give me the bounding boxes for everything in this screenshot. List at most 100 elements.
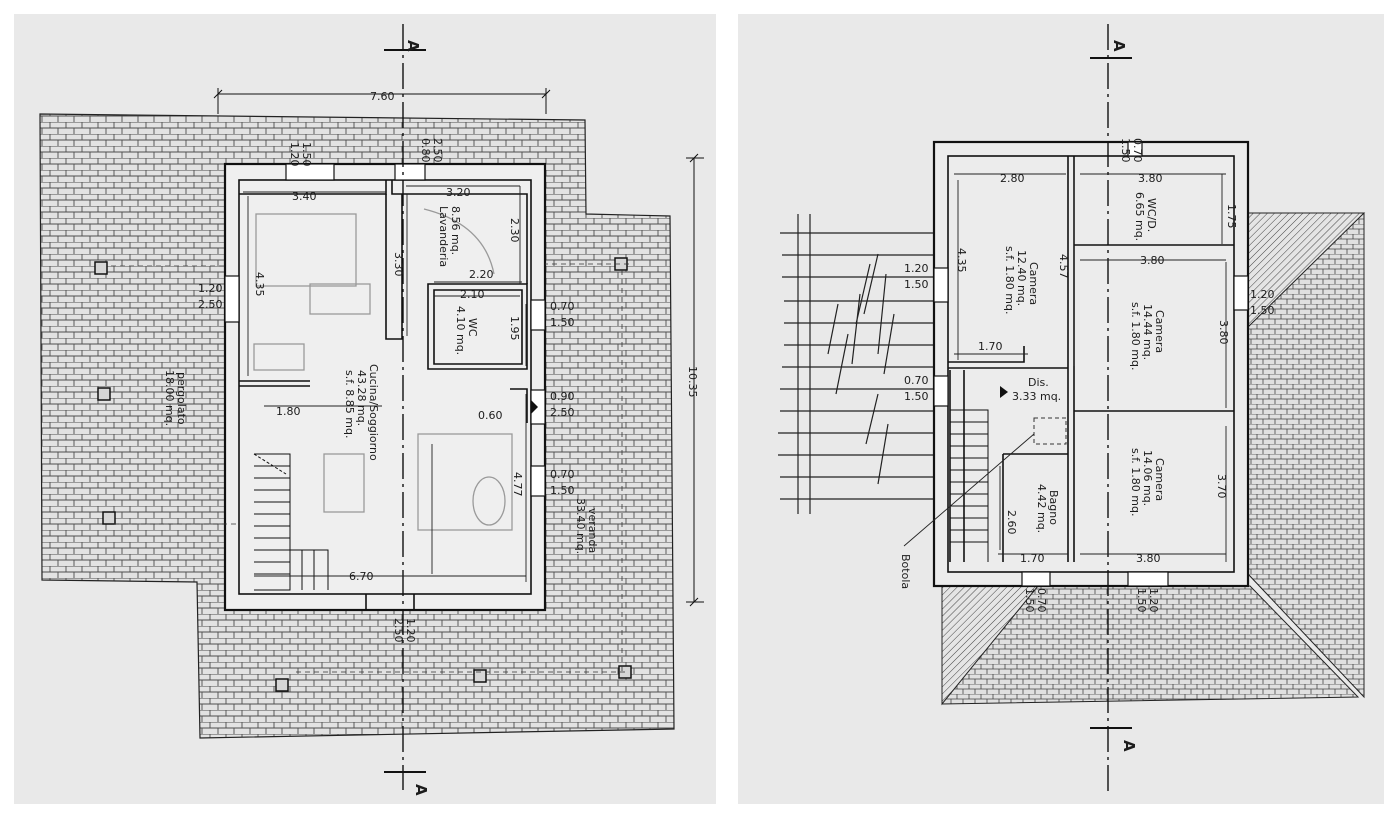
furniture-sketch [253, 208, 513, 531]
ground-floor-plan-sheet: A A 7.60 10.35 1.20 1.50 0.80 2.50 3.40 … [14, 14, 716, 804]
dim-top-window-height: 1.50 [300, 142, 313, 167]
pergola-beams [778, 214, 936, 514]
botola-leader [903, 433, 1035, 547]
dim-top-door-height: 2.50 [431, 138, 444, 163]
room-camera3-area: 14.06 mq. [1141, 450, 1154, 506]
overall-width-dimension [213, 88, 551, 114]
room-kitchen-sf: s.f. 8.85 mq. [343, 370, 356, 438]
dim-wc-height: 1.95 [508, 316, 521, 341]
dim-bottom-window2-height: 1.50 [1135, 588, 1148, 613]
dim-wc-top: 2.20 [469, 268, 494, 281]
first-window-bottom-1 [1021, 571, 1051, 587]
door-left [224, 275, 240, 323]
dim-bottom-door-width: 1.20 [404, 618, 417, 643]
dim-first-left-window-height: 1.50 [904, 278, 929, 291]
room-pergola-name: pergolato [175, 372, 188, 425]
dim-first-top-window-height: 1.50 [1119, 138, 1132, 163]
dim-bagno-width: 1.70 [1020, 552, 1045, 565]
dim-camera1-bottom: 1.70 [978, 340, 1003, 353]
botola-label: Botola [899, 554, 912, 589]
dim-camera3-width: 3.80 [1136, 552, 1161, 565]
dim-bagno-height: 2.60 [1005, 510, 1018, 535]
dim-entry-inner: 0.60 [478, 409, 503, 422]
first-window-top [1127, 141, 1143, 157]
dim-bottom-door-height: 2.50 [392, 618, 405, 643]
entry-arrow-icon [531, 400, 538, 414]
dim-top-window-width: 1.20 [288, 142, 301, 167]
dim-left-door-width: 1.20 [198, 282, 223, 295]
room-camera1-area: 12.40 mq. [1015, 250, 1028, 306]
first-section-marker-top: A [1110, 40, 1128, 52]
room-camera3-name: Camera [1153, 458, 1166, 501]
room-veranda-name: veranda [586, 508, 599, 553]
room-camera2-sf: s.f. 1.80 mq. [1129, 302, 1142, 370]
dim-camera1-width: 2.80 [1000, 172, 1025, 185]
section-marker-bottom: A [412, 784, 430, 796]
room-veranda-area: 33.40 mq. [574, 498, 587, 554]
dim-entry-width: 0.90 [550, 390, 575, 403]
interior-walls [239, 180, 528, 610]
dim-camera2-height: 3.80 [1217, 320, 1230, 345]
room-wc-name: WC [466, 318, 479, 337]
dim-wcd-height: 1.75 [1225, 204, 1238, 229]
dim-stair-window-height: 1.50 [904, 390, 929, 403]
first-section-marker-bottom: A [1120, 740, 1138, 752]
room-kitchen-name: Cucina/Soggiorno [367, 364, 380, 461]
dim-wc-inner: 2.10 [460, 288, 485, 301]
dim-kitchen-right: 4.77 [511, 472, 524, 497]
dim-entry-height: 2.50 [550, 406, 575, 419]
wc-window [530, 299, 546, 331]
room-pergola-area: 18.00 mq. [163, 370, 176, 426]
dim-first-right-window-width: 1.20 [1250, 288, 1275, 301]
dim-stair-width: 1.80 [276, 405, 301, 418]
first-window-right [1233, 275, 1249, 311]
house-outline [223, 162, 547, 612]
staircase [253, 453, 329, 591]
dim-first-left-window-width: 1.20 [904, 262, 929, 275]
dim-laundry-right: 2.30 [508, 218, 521, 243]
room-laundry-name: Lavanderia [437, 206, 450, 267]
right-window [530, 465, 546, 497]
dim-camera3-height: 3.70 [1215, 474, 1228, 499]
room-camera1-sf: s.f. 1.80 mq. [1003, 246, 1016, 314]
first-floor-staircase [950, 409, 989, 562]
dim-left-door-height: 2.50 [198, 298, 223, 311]
dim-kitchen-top: 3.40 [292, 190, 317, 203]
room-camera1-name: Camera [1027, 262, 1040, 305]
room-bagno-area: 4.42 mq. [1035, 484, 1048, 533]
room-wcd-area: 6.65 mq. [1133, 192, 1146, 241]
dim-bottom-width: 6.70 [349, 570, 374, 583]
first-floor-outline [932, 140, 1250, 588]
first-window-left [933, 267, 949, 303]
dim-top-door-width: 0.80 [419, 138, 432, 163]
overall-depth-label: 10.35 [686, 366, 699, 398]
dim-stair-window-width: 0.70 [904, 374, 929, 387]
first-floor-plan-sheet: A A 0.70 1.50 2.80 3.80 1.75 WC/D. 6.65 … [738, 14, 1384, 804]
dim-right-window-height: 1.50 [550, 484, 575, 497]
pergola-pillars [94, 257, 632, 692]
dim-bottom-window1-width: 0.70 [1035, 588, 1048, 613]
dim-wc-window-width: 0.70 [550, 300, 575, 313]
dim-first-top-window-width: 0.70 [1131, 138, 1144, 163]
stair-arrow-icon [1000, 386, 1008, 398]
first-window-bottom-2 [1127, 571, 1169, 587]
dim-kitchen-left: 4.35 [253, 272, 266, 297]
dim-wcd-width: 3.80 [1138, 172, 1163, 185]
first-window-stair [933, 375, 949, 407]
room-bagno-name: Bagno [1047, 490, 1060, 525]
dim-bottom-window2-width: 1.20 [1147, 588, 1160, 613]
dim-wc-window-height: 1.50 [550, 316, 575, 329]
ground-floor-drawing: A A 7.60 10.35 1.20 1.50 0.80 2.50 3.40 … [39, 24, 704, 796]
overall-width-label: 7.60 [370, 90, 395, 103]
window-top [285, 163, 335, 181]
dim-right-window-width: 0.70 [550, 468, 575, 481]
room-camera2-area: 14.44 mq. [1141, 304, 1154, 360]
room-wcd-name: WC/D. [1145, 198, 1158, 232]
room-wc-area: 4.10 mq. [454, 306, 467, 355]
botola-hatch [1033, 417, 1067, 445]
room-dis-name: Dis. [1028, 376, 1049, 389]
dim-camera1-height: 4.35 [955, 248, 968, 273]
dim-camera1-inner: 4.57 [1057, 254, 1070, 279]
first-floor-drawing: A A 0.70 1.50 2.80 3.80 1.75 WC/D. 6.65 … [778, 24, 1366, 794]
door-top [394, 163, 426, 181]
